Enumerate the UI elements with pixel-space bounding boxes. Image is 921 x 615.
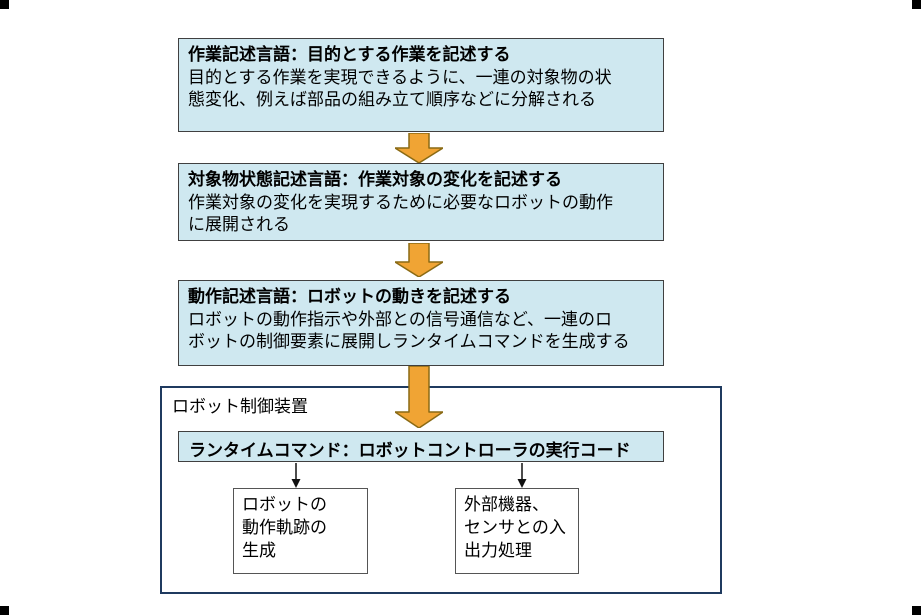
down-arrow-icon [517,463,527,488]
robot-controller-label: ロボット制御装置 [172,397,308,417]
corner-mark [912,0,921,9]
runtime-command-bar: ランタイムコマンド：ロボットコントローラの実行コード [178,431,664,462]
corner-mark [0,0,9,9]
motion-description-language-box: 動作記述言語：ロボットの動きを記述する ロボットの動作指示や外部との信号通信など… [178,280,664,366]
box-title: 動作記述言語：ロボットの動きを記述する [188,287,511,307]
box-title: 対象物状態記述言語：作業対象の変化を記述する [188,170,562,190]
down-block-arrow-icon [395,243,443,277]
box-body: 目的とする作業を実現できるように、一連の対象物の状 態変化、例えば部品の組み立て… [188,67,612,111]
external-io-box: 外部機器、 センサとの入 出力処理 [455,488,579,574]
down-block-arrow-icon [395,133,443,163]
box-body: 作業対象の変化を実現するために必要なロボットの動作 に展開される [188,192,613,236]
box-title: 作業記述言語：目的とする作業を記述する [188,45,511,65]
trajectory-generation-box: ロボットの 動作軌跡の 生成 [233,488,368,574]
down-block-arrow-icon [395,366,443,428]
object-state-language-box: 対象物状態記述言語：作業対象の変化を記述する 作業対象の変化を実現するために必要… [178,163,664,241]
corner-mark [912,606,921,615]
corner-mark [0,606,9,615]
down-arrow-icon [291,463,301,488]
task-description-language-box: 作業記述言語：目的とする作業を記述する 目的とする作業を実現できるように、一連の… [178,38,664,132]
box-body: ロボットの動作指示や外部との信号通信など、一連のロ ボットの制御要素に展開しラン… [188,309,630,353]
